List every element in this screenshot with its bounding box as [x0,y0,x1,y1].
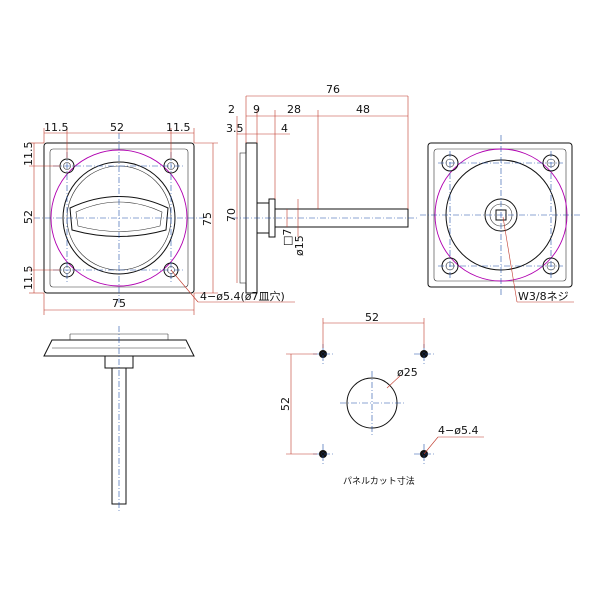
dim-top-right: 11.5 [166,121,191,134]
front-handle-inner [75,201,163,232]
dim-70: 70 [225,208,238,222]
bottom-view [43,326,195,512]
panel-holes: 4−ø5.4 [438,424,478,437]
dim-dia15: ø15 [293,235,306,256]
back-screw-holes [441,154,560,275]
side-view: 76 2 9 28 48 3.5 4 70 □7 ø15 [225,83,418,294]
panel-cut: 52 52 ø25 4−ø5.4 パネルカット寸法 [279,311,484,487]
panel-center-dia: ø25 [397,366,418,379]
front-view: 11.5 52 11.5 11.5 52 11.5 75 75 4−ø5.4(ø… [22,121,295,315]
dim-height: 75 [201,212,214,226]
dim-left-bottom: 11.5 [22,266,35,291]
bottom-flange [43,339,195,357]
dim-2: 2 [228,103,235,116]
dim-sq7: □7 [281,229,294,246]
dim-width: 75 [112,297,126,310]
front-handle [69,196,169,237]
dim-3-5: 3.5 [226,122,244,135]
dim-4: 4 [281,122,288,135]
hole-note: 4−ø5.4(ø7皿穴) [200,289,285,303]
panel-caption: パネルカット寸法 [343,475,415,487]
dim-28: 28 [287,103,301,116]
dim-top-left: 11.5 [44,121,69,134]
dim-left-top: 11.5 [22,142,35,167]
dim-top-mid: 52 [110,121,124,134]
dim-left-mid: 52 [22,210,35,224]
panel-width: 52 [365,311,379,324]
screw-note: W3/8ネジ [518,290,569,303]
dim-9: 9 [253,103,260,116]
dim-76: 76 [326,83,340,96]
back-view: W3/8ネジ [420,135,580,303]
dim-48: 48 [356,103,370,116]
panel-height: 52 [279,397,292,411]
